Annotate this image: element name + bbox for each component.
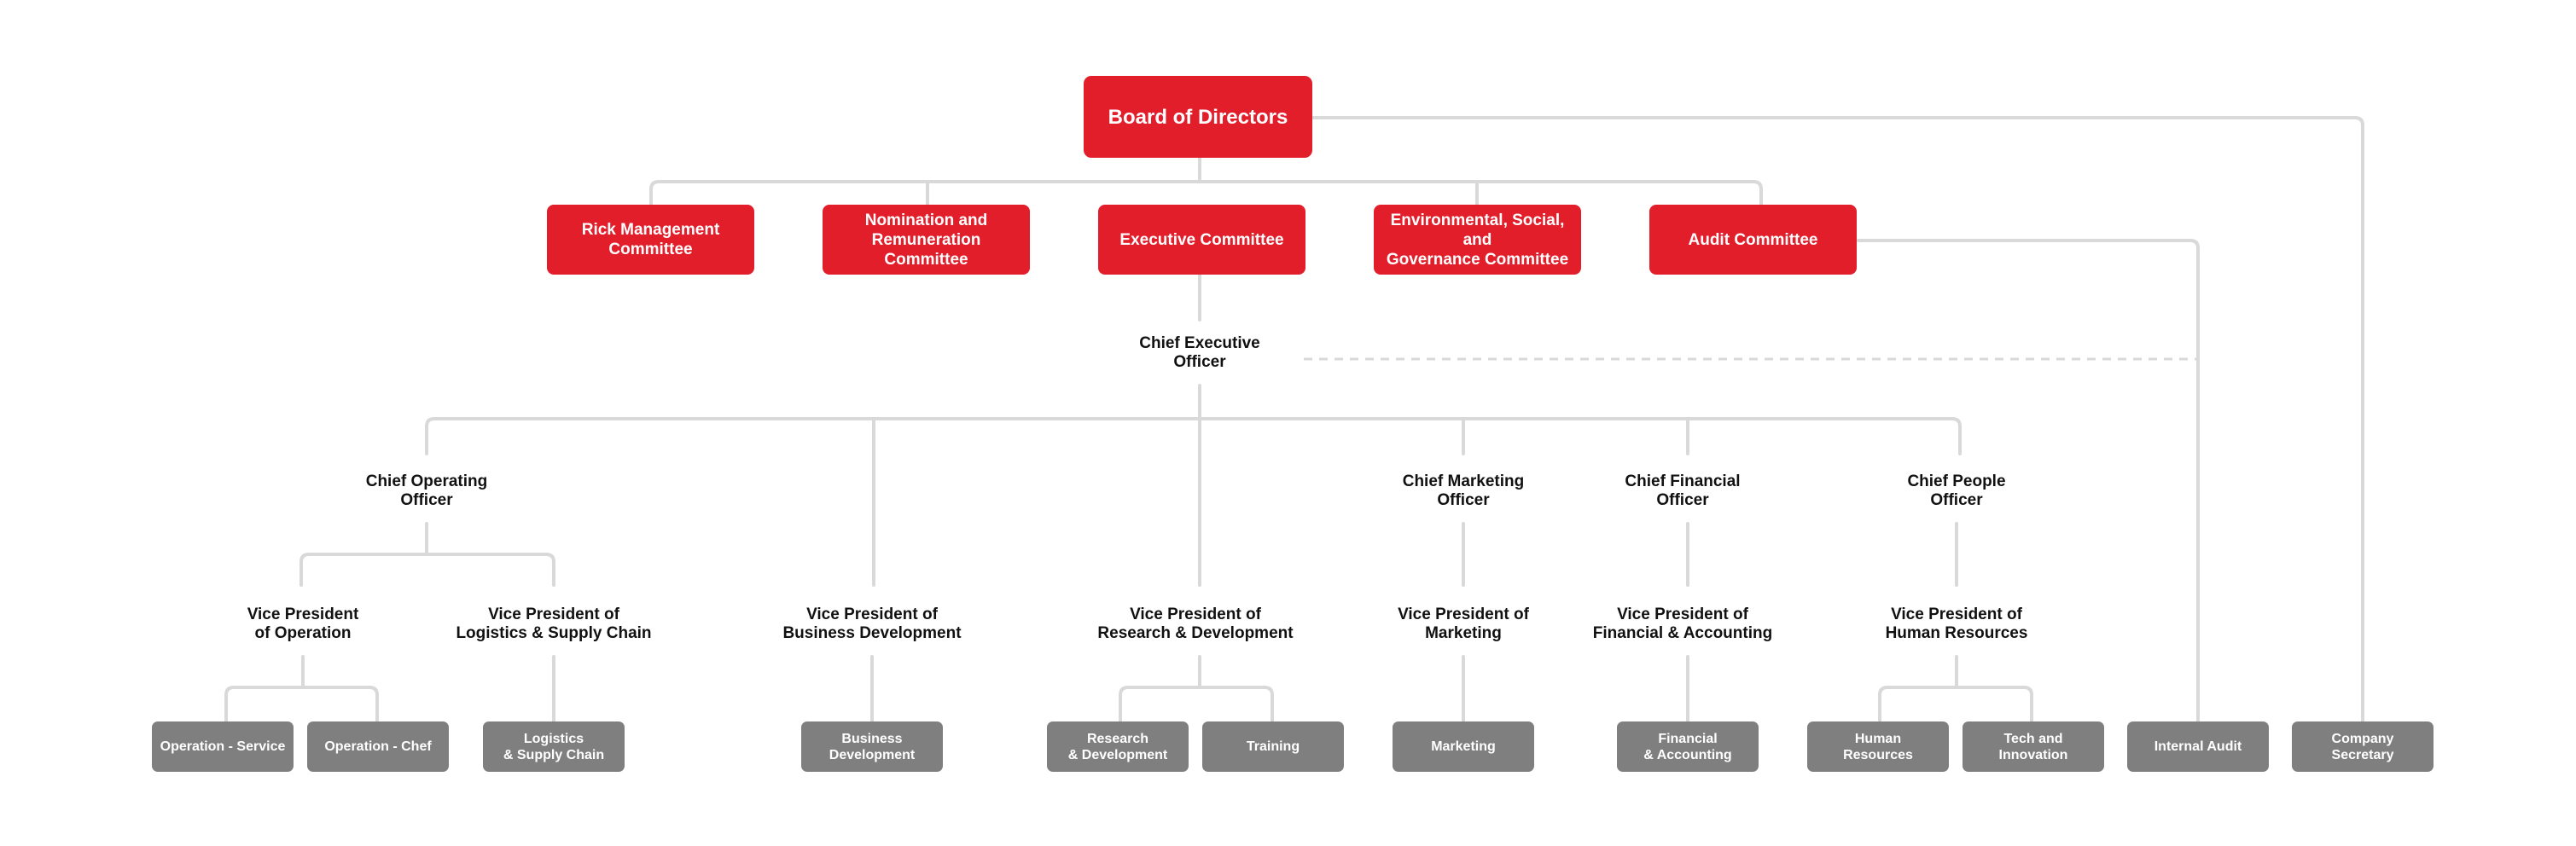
- nomination-remuneration-committee-box: Nomination and Remuneration Committee: [823, 205, 1030, 275]
- business-development-box: Business Development: [801, 721, 943, 772]
- vp-research-development-label: Vice President of Research & Development: [1097, 605, 1294, 642]
- risk-management-committee-box: Rick Management Committee: [547, 205, 754, 275]
- vp-financial-accounting-label: Vice President of Financial & Accounting: [1592, 605, 1773, 642]
- chief-financial-officer-label: Chief Financial Officer: [1625, 472, 1741, 509]
- operation-service-box: Operation - Service: [152, 721, 294, 772]
- vp-operation-label: Vice President of Operation: [247, 605, 359, 642]
- human-resources-box: Human Resources: [1807, 721, 1949, 772]
- logistics-supply-chain-box: Logistics & Supply Chain: [483, 721, 625, 772]
- operation-chef-box: Operation - Chef: [307, 721, 449, 772]
- vp-logistics-label: Vice President of Logistics & Supply Cha…: [456, 605, 652, 642]
- research-development-box: Research & Development: [1047, 721, 1189, 772]
- chief-marketing-officer-label: Chief Marketing Officer: [1402, 472, 1525, 509]
- chief-executive-officer-label: Chief Executive Officer: [1139, 333, 1260, 371]
- vp-human-resources-label: Vice President of Human Resources: [1885, 605, 2028, 642]
- esg-committee-box: Environmental, Social, and Governance Co…: [1374, 205, 1581, 275]
- tech-innovation-box: Tech and Innovation: [1963, 721, 2104, 772]
- chief-operating-officer-label: Chief Operating Officer: [365, 472, 488, 509]
- executive-committee-box: Executive Committee: [1098, 205, 1305, 275]
- marketing-box: Marketing: [1393, 721, 1534, 772]
- vp-business-development-label: Vice President of Business Development: [782, 605, 962, 642]
- training-box: Training: [1202, 721, 1344, 772]
- internal-audit-box: Internal Audit: [2127, 721, 2269, 772]
- chief-people-officer-label: Chief People Officer: [1907, 472, 2006, 509]
- company-secretary-box: Company Secretary: [2292, 721, 2434, 772]
- vp-marketing-label: Vice President of Marketing: [1398, 605, 1529, 642]
- financial-accounting-box: Financial & Accounting: [1617, 721, 1759, 772]
- board-of-directors-box: Board of Directors: [1084, 76, 1312, 158]
- audit-committee-box: Audit Committee: [1649, 205, 1857, 275]
